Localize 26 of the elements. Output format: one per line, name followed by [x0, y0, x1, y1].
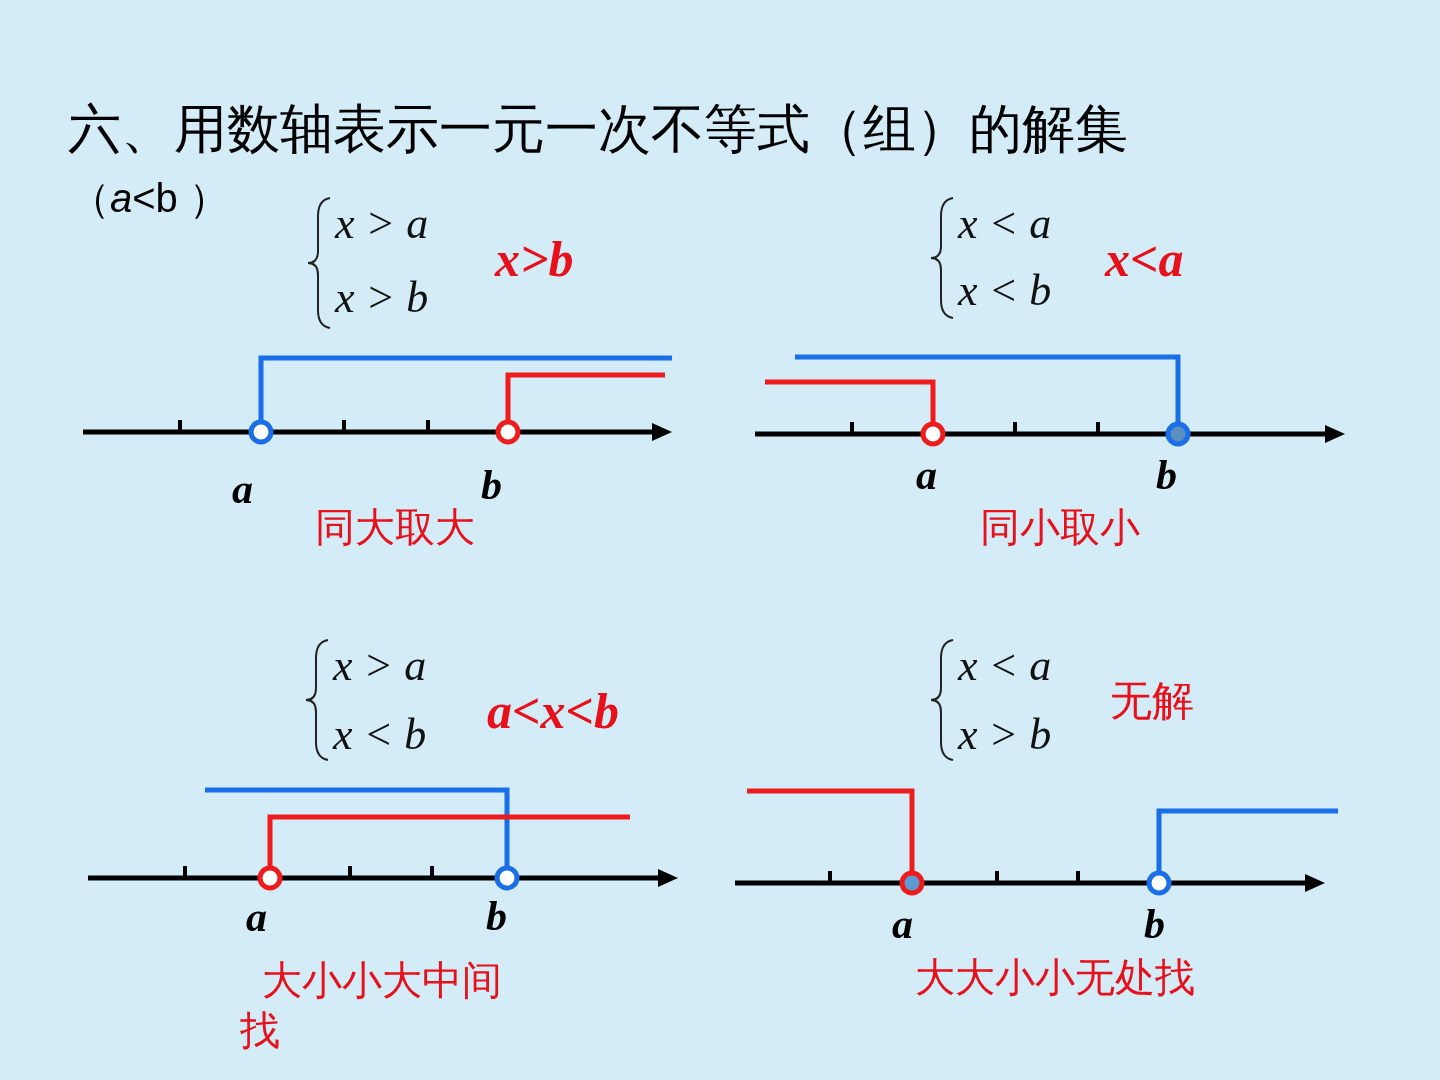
solution-set: a<x<b	[487, 684, 619, 739]
title: 六、用数轴表示一元一次不等式（组）的解集	[68, 100, 1128, 159]
inequality: x > b	[335, 274, 429, 323]
solution-set: 无解	[1110, 678, 1194, 725]
point-label: a	[892, 901, 913, 948]
point-label: a	[232, 466, 253, 513]
point-label: b	[1156, 452, 1177, 499]
condition-note: （a<b ）	[70, 176, 229, 220]
point-label: a	[916, 452, 937, 499]
point-label: b	[1144, 901, 1165, 948]
inequality: x < b	[333, 711, 427, 760]
inequality: x < a	[958, 642, 1052, 691]
point-label: b	[481, 462, 502, 509]
rule-text: 同小取小	[980, 505, 1140, 549]
point-label: a	[246, 894, 267, 941]
rule-text: 大大小小无处找	[915, 955, 1195, 999]
inequality: x < a	[958, 200, 1052, 249]
inequality: x > a	[335, 200, 429, 249]
solution-set: x<a	[1105, 232, 1184, 287]
inequality: x > a	[333, 642, 427, 691]
point-label: b	[486, 893, 507, 940]
rule-text: 大小小大中间找	[240, 957, 503, 1054]
inequality: x > b	[958, 711, 1052, 760]
solution-set: x>b	[495, 232, 574, 287]
inequality: x < b	[958, 267, 1052, 316]
rule-text: 同大取大	[315, 505, 475, 549]
